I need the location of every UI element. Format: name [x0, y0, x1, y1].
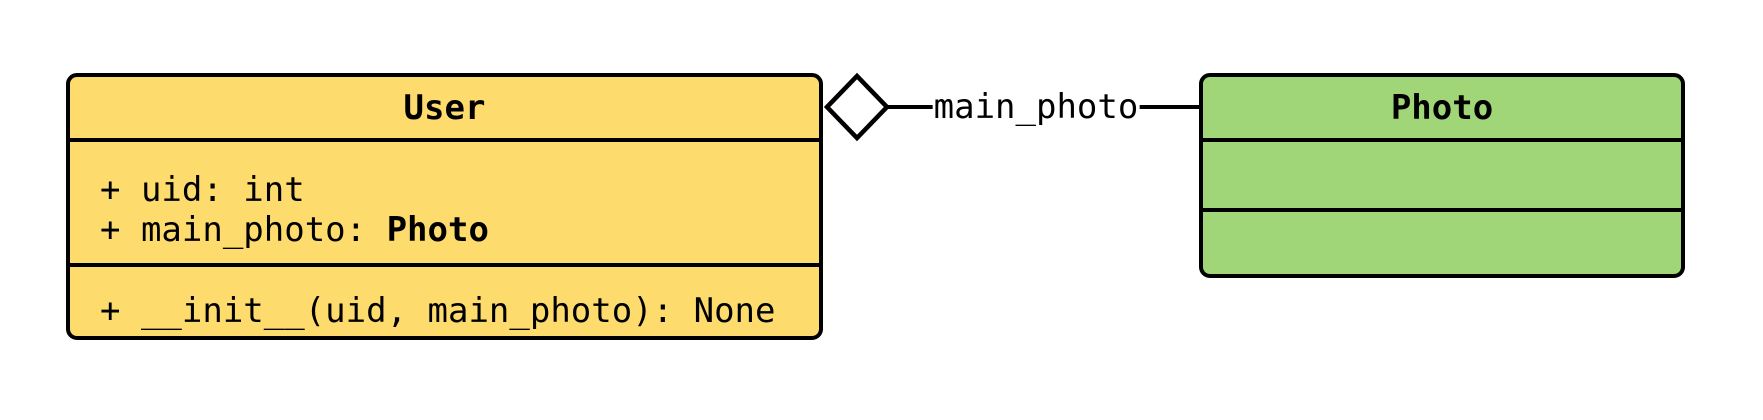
attribute-type-bold: Photo [386, 210, 489, 250]
methods-compartment-user: + __init__(uid, main_photo): None [70, 263, 819, 336]
class-header-photo: Photo [1203, 77, 1681, 138]
method-row: + __init__(uid, main_photo): None [100, 291, 819, 331]
class-box-user: User + uid: int + main_photo: Photo + __… [66, 73, 823, 340]
class-box-photo: Photo [1199, 73, 1685, 278]
method-text: + __init__(uid, main_photo): None [100, 291, 776, 331]
attribute-text: + main_photo: [100, 210, 387, 250]
attribute-text: + uid: int [100, 170, 305, 210]
attribute-row: + main_photo: Photo [100, 210, 819, 250]
attribute-row: + uid: int [100, 170, 819, 210]
aggregation-diamond-icon [823, 72, 891, 142]
class-name-user: User [403, 87, 486, 128]
class-header-user: User [70, 77, 819, 138]
relationship-label: main_photo [932, 87, 1140, 127]
attributes-compartment-photo [1203, 138, 1681, 208]
class-name-photo: Photo [1390, 87, 1494, 128]
methods-compartment-photo [1203, 208, 1681, 274]
attributes-compartment-user: + uid: int + main_photo: Photo [70, 138, 819, 263]
